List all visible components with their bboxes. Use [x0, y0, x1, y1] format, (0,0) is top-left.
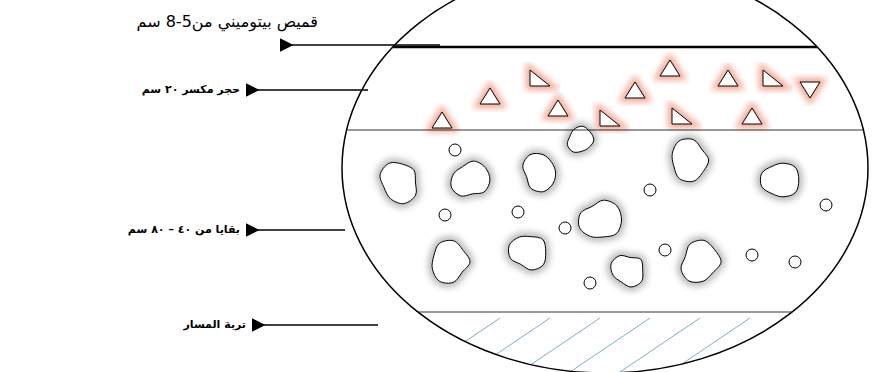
stone-triangle: [530, 70, 550, 86]
stone-triangle: [660, 60, 680, 76]
stone-glow: [480, 88, 500, 104]
section-layers: [330, 47, 873, 372]
small-pebble: [644, 184, 656, 196]
rubble-shadow: [523, 153, 556, 191]
hatch-line: [570, 318, 650, 372]
rubble-piece: [611, 255, 643, 287]
stone-glow: [625, 82, 645, 98]
rubble-piece: [508, 236, 545, 270]
stone-triangle: [600, 110, 620, 126]
rubble-piece: [672, 139, 709, 182]
stone-glow: [718, 70, 738, 86]
rubble-shadow: [380, 163, 416, 204]
small-pebble: [584, 277, 596, 289]
section-circle: [342, 0, 868, 372]
stone-triangle: [432, 112, 452, 128]
leader-arrow: [292, 44, 440, 46]
rubble-shadow: [451, 161, 490, 196]
stone-triangle: [763, 70, 783, 86]
hatch-line: [770, 318, 850, 372]
stone-glow: [548, 100, 568, 116]
leader-arrow: [258, 89, 368, 91]
stone-glow: [672, 108, 692, 124]
hatch-line: [620, 318, 700, 372]
layer-label: بقايا من ٤٠ – ٨٠ سم: [128, 223, 240, 236]
stone-triangle: [672, 108, 692, 124]
layer-label: تربة المسار: [183, 318, 246, 331]
stone-glow: [660, 60, 680, 76]
rubble-piece: [432, 240, 470, 283]
small-pebble: [439, 209, 451, 221]
small-pebble: [746, 249, 758, 261]
layer-boundary: [330, 130, 873, 131]
rubble-shadow: [681, 240, 721, 282]
layer-label: حجر مكسر ٢٠ سم: [142, 83, 240, 96]
small-pebble: [659, 244, 671, 256]
stone-glow: [530, 70, 550, 86]
hatch-line: [820, 318, 873, 372]
small-pebble: [512, 206, 524, 218]
rubble-piece: [578, 200, 621, 237]
stone-triangle: [480, 88, 500, 104]
rubble-piece: [760, 163, 798, 197]
leader-arrow: [258, 229, 345, 231]
stone-glow: [600, 110, 620, 126]
leader-arrow: [264, 324, 378, 326]
broken-stone: [432, 60, 820, 128]
hatch-line: [720, 318, 800, 372]
small-pebble: [789, 256, 801, 268]
stone-glow: [800, 82, 820, 98]
hatch-line: [520, 318, 600, 372]
rubble-piece: [681, 240, 721, 282]
stone-triangle: [800, 82, 820, 98]
rubble-shadow: [672, 139, 709, 182]
stone-triangle: [718, 70, 738, 86]
rubble-pieces: [380, 126, 832, 289]
rubble-piece: [523, 153, 556, 191]
small-pebble: [559, 222, 571, 234]
small-pebble: [820, 199, 832, 211]
rubble-shadow: [578, 200, 621, 237]
hatch-line: [470, 318, 550, 372]
soil-hatching: [420, 318, 873, 372]
small-pebble: [449, 144, 461, 156]
rubble-shadow: [508, 236, 545, 270]
stone-triangle: [625, 82, 645, 98]
stone-triangle: [548, 100, 568, 116]
stone-triangle: [742, 108, 762, 124]
asphalt-line: [330, 46, 873, 49]
stone-glow: [432, 112, 452, 128]
rubble-shadow: [432, 240, 470, 283]
hatch-line: [420, 318, 500, 372]
rubble-piece: [451, 161, 490, 196]
stone-glow: [763, 70, 783, 86]
stone-glow: [742, 108, 762, 124]
rubble-shadow: [760, 163, 798, 197]
rubble-piece: [380, 163, 416, 204]
rubble-shadow: [611, 255, 643, 287]
layer-label: قميص بيتوميني من5-8 سم: [137, 12, 318, 31]
